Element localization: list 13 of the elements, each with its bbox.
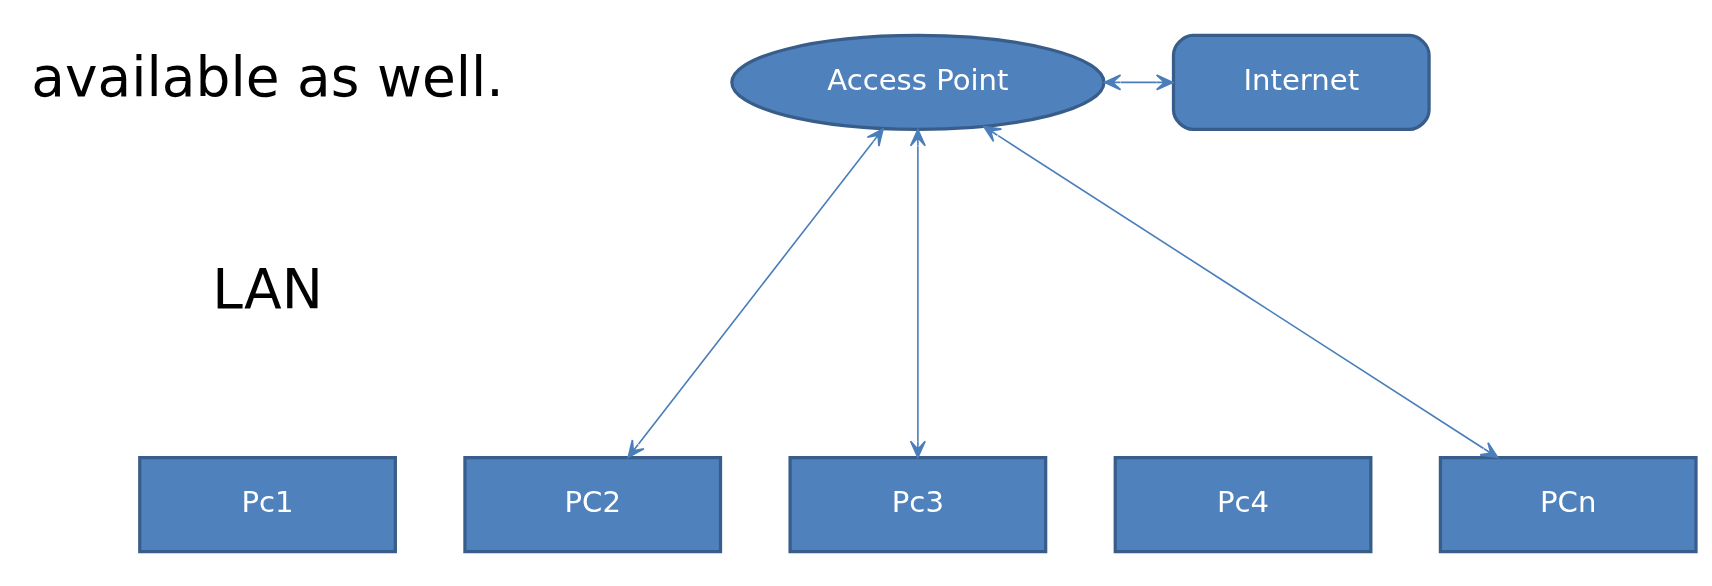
node-ellipse: Access Point [730, 33, 1106, 131]
arrow [983, 125, 1499, 458]
label: available as well. [31, 44, 504, 109]
node-box: Internet [1171, 33, 1431, 131]
node-box: Pc3 [788, 455, 1048, 553]
node-box: PC2 [463, 455, 723, 553]
arrow [1103, 73, 1174, 90]
node-box: PCn [1438, 455, 1698, 553]
node-box: Pc4 [1113, 455, 1373, 553]
label: LAN [212, 256, 323, 321]
arrow [909, 128, 926, 458]
node-box: Pc1 [138, 455, 397, 553]
arrow [627, 127, 884, 458]
